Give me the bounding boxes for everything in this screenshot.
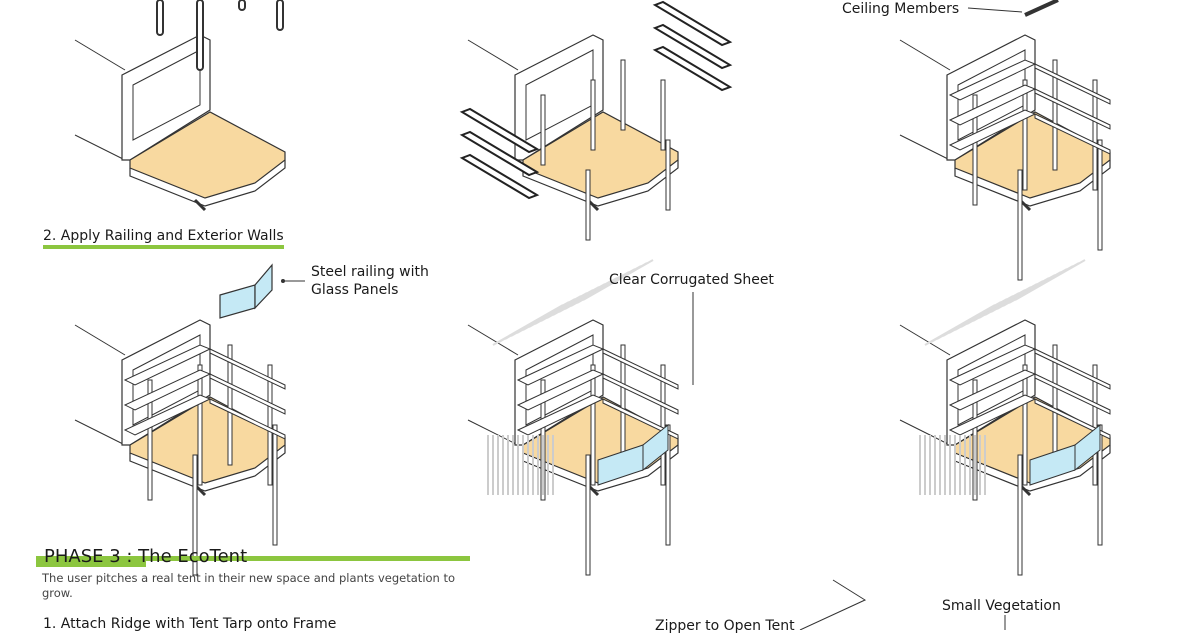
context-wall-line [899, 419, 951, 446]
context-wall-line [467, 39, 519, 71]
shelf-member [1034, 373, 1111, 415]
label-clear-corrugated-sheet: Clear Corrugated Sheet [609, 272, 774, 288]
shelf-member [1034, 348, 1111, 390]
frame-post [1052, 59, 1058, 171]
exploded-pole [238, 0, 246, 11]
exploded-beam [459, 130, 540, 177]
ceiling-member [1024, 0, 1059, 17]
glass-panel [1074, 423, 1101, 472]
floor-beam [193, 198, 207, 212]
phase-underline-block [36, 556, 146, 567]
frame-post [590, 79, 596, 151]
frame-post [1022, 364, 1028, 486]
frame-post [540, 94, 546, 166]
frame-post [1092, 79, 1098, 191]
label-zipper: Zipper to Open Tent [655, 618, 795, 634]
frame-post [620, 59, 626, 131]
module-1 [74, 34, 286, 212]
leader-line [967, 7, 1023, 13]
module-6 [899, 259, 1111, 576]
shelf-member [602, 398, 679, 440]
label-small-vegetation: Small Vegetation [942, 598, 1061, 614]
frame-post [197, 364, 203, 486]
frame-post [665, 139, 671, 211]
context-wall-line [74, 419, 126, 446]
shelf-member [602, 373, 679, 415]
floor-edge [129, 445, 286, 492]
exploded-beam [652, 23, 733, 70]
frame-post [192, 454, 198, 576]
frame-post [972, 94, 978, 206]
floor-edge [954, 160, 1111, 207]
context-wall-line [74, 324, 126, 356]
floor-edge [129, 160, 286, 207]
exploded-beam [459, 153, 540, 200]
frame-post [1097, 139, 1103, 251]
context-wall-line [899, 134, 951, 161]
shelf-member [209, 348, 286, 390]
frame-post [660, 79, 666, 151]
shelf-member [1034, 63, 1111, 105]
exploded-pole [156, 0, 164, 36]
floor-edge [522, 160, 679, 207]
label-steel-railing: Steel railing with Glass Panels [311, 264, 429, 298]
frame-post [1092, 364, 1098, 486]
corrugated-sheet-rib [1014, 259, 1086, 301]
frame-post [585, 169, 591, 241]
frame-post [147, 379, 153, 501]
context-wall-line [74, 39, 126, 71]
shelf-member [1034, 113, 1111, 155]
context-wall-line [74, 134, 126, 161]
step-2-heading: 2. Apply Railing and Exterior Walls [43, 228, 284, 249]
frame-post [267, 364, 273, 486]
leader-dot [281, 279, 285, 283]
shelf-member [209, 398, 286, 440]
tent-frame [799, 579, 867, 630]
module-3 [899, 34, 1111, 281]
frame-post [272, 424, 278, 546]
frame-post [590, 364, 596, 486]
exploded-pole [196, 0, 204, 71]
label-ceiling-members: Ceiling Members [842, 1, 960, 17]
glass-panel [642, 423, 669, 472]
wall-opening [132, 49, 201, 141]
context-wall-line [899, 324, 951, 356]
exploded-pole [276, 0, 284, 31]
context-wall-line [467, 419, 519, 446]
exploded-beam [652, 0, 733, 47]
corrugated-sheet-rib [582, 259, 654, 301]
module-2 [467, 34, 679, 241]
exploded-beam [459, 107, 540, 154]
frame-post [227, 344, 233, 466]
context-wall-line [899, 39, 951, 71]
context-wall-line [467, 324, 519, 356]
module-4 [74, 319, 286, 576]
shelf-member [602, 348, 679, 390]
module-5 [467, 259, 679, 576]
frame-post [660, 364, 666, 486]
shelf-member [1034, 88, 1111, 130]
exploded-glass-panel [254, 263, 273, 310]
shelf-member [1034, 398, 1111, 440]
frame-post [585, 454, 591, 576]
phase-3-step-1-heading: 1. Attach Ridge with Tent Tarp onto Fram… [43, 616, 337, 632]
frame-post [1017, 169, 1023, 281]
shelf-member [209, 373, 286, 415]
frame-post [1022, 79, 1028, 191]
frame-post [1017, 454, 1023, 576]
phase-3-description: The user pitches a real tent in their ne… [42, 571, 456, 600]
floor-platform [129, 111, 286, 199]
exploded-beam [652, 45, 733, 92]
phase-underline [36, 556, 470, 561]
phase-3-title: PHASE 3 : The EcoTent [44, 546, 248, 567]
exploded-glass-panel [219, 284, 256, 319]
